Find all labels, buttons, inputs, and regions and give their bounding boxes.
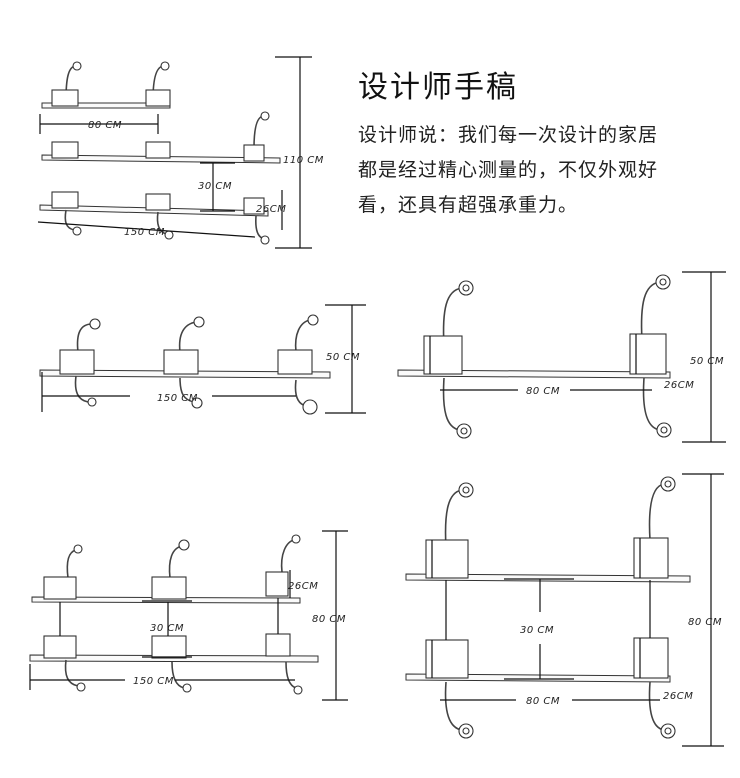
figure-bottom-right [405, 473, 724, 747]
dim-bottom-right-gap: 30 CM [520, 625, 554, 636]
figure-mid-right [397, 271, 726, 443]
figure-top-left [37, 56, 312, 249]
dim-bottom-left-gap: 30 CM [150, 623, 184, 634]
dim-top-left-height: 110 CM [283, 155, 324, 166]
dim-bottom-right-depth: 26CM [663, 691, 693, 702]
dim-top-left-total: 150 CM [124, 227, 165, 238]
dim-bottom-left-depth: 26CM [288, 581, 318, 592]
dim-mid-left-total: 150 CM [157, 393, 198, 404]
dim-mid-right-height: 50 CM [690, 356, 724, 367]
dim-bottom-right-width: 80 CM [526, 696, 560, 707]
figure-bottom-left [29, 530, 348, 701]
page-title: 设计师手稿 [358, 70, 518, 105]
dim-mid-right-width: 80 CM [526, 386, 560, 397]
description-line-3: 看，还具有超强承重力。 [358, 194, 579, 216]
dim-mid-right-depth: 26CM [664, 380, 694, 391]
dim-bottom-left-height: 80 CM [312, 614, 346, 625]
description-line-2: 都是经过精心测量的，不仅外观好 [358, 159, 659, 181]
designer-description: 设计师说：我们每一次设计的家居 都是经过精心测量的，不仅外观好 看，还具有超强承… [358, 118, 730, 223]
figure-mid-left [39, 304, 366, 415]
dim-bottom-left-total: 150 CM [133, 676, 174, 687]
dim-top-left-width: 80 CM [88, 120, 122, 131]
dim-top-left-depth: 26CM [256, 204, 286, 215]
dim-bottom-right-height: 80 CM [688, 617, 722, 628]
dim-mid-left-height: 50 CM [326, 352, 360, 363]
dim-top-left-gap: 30 CM [198, 181, 232, 192]
description-line-1: 设计师说：我们每一次设计的家居 [358, 124, 659, 146]
